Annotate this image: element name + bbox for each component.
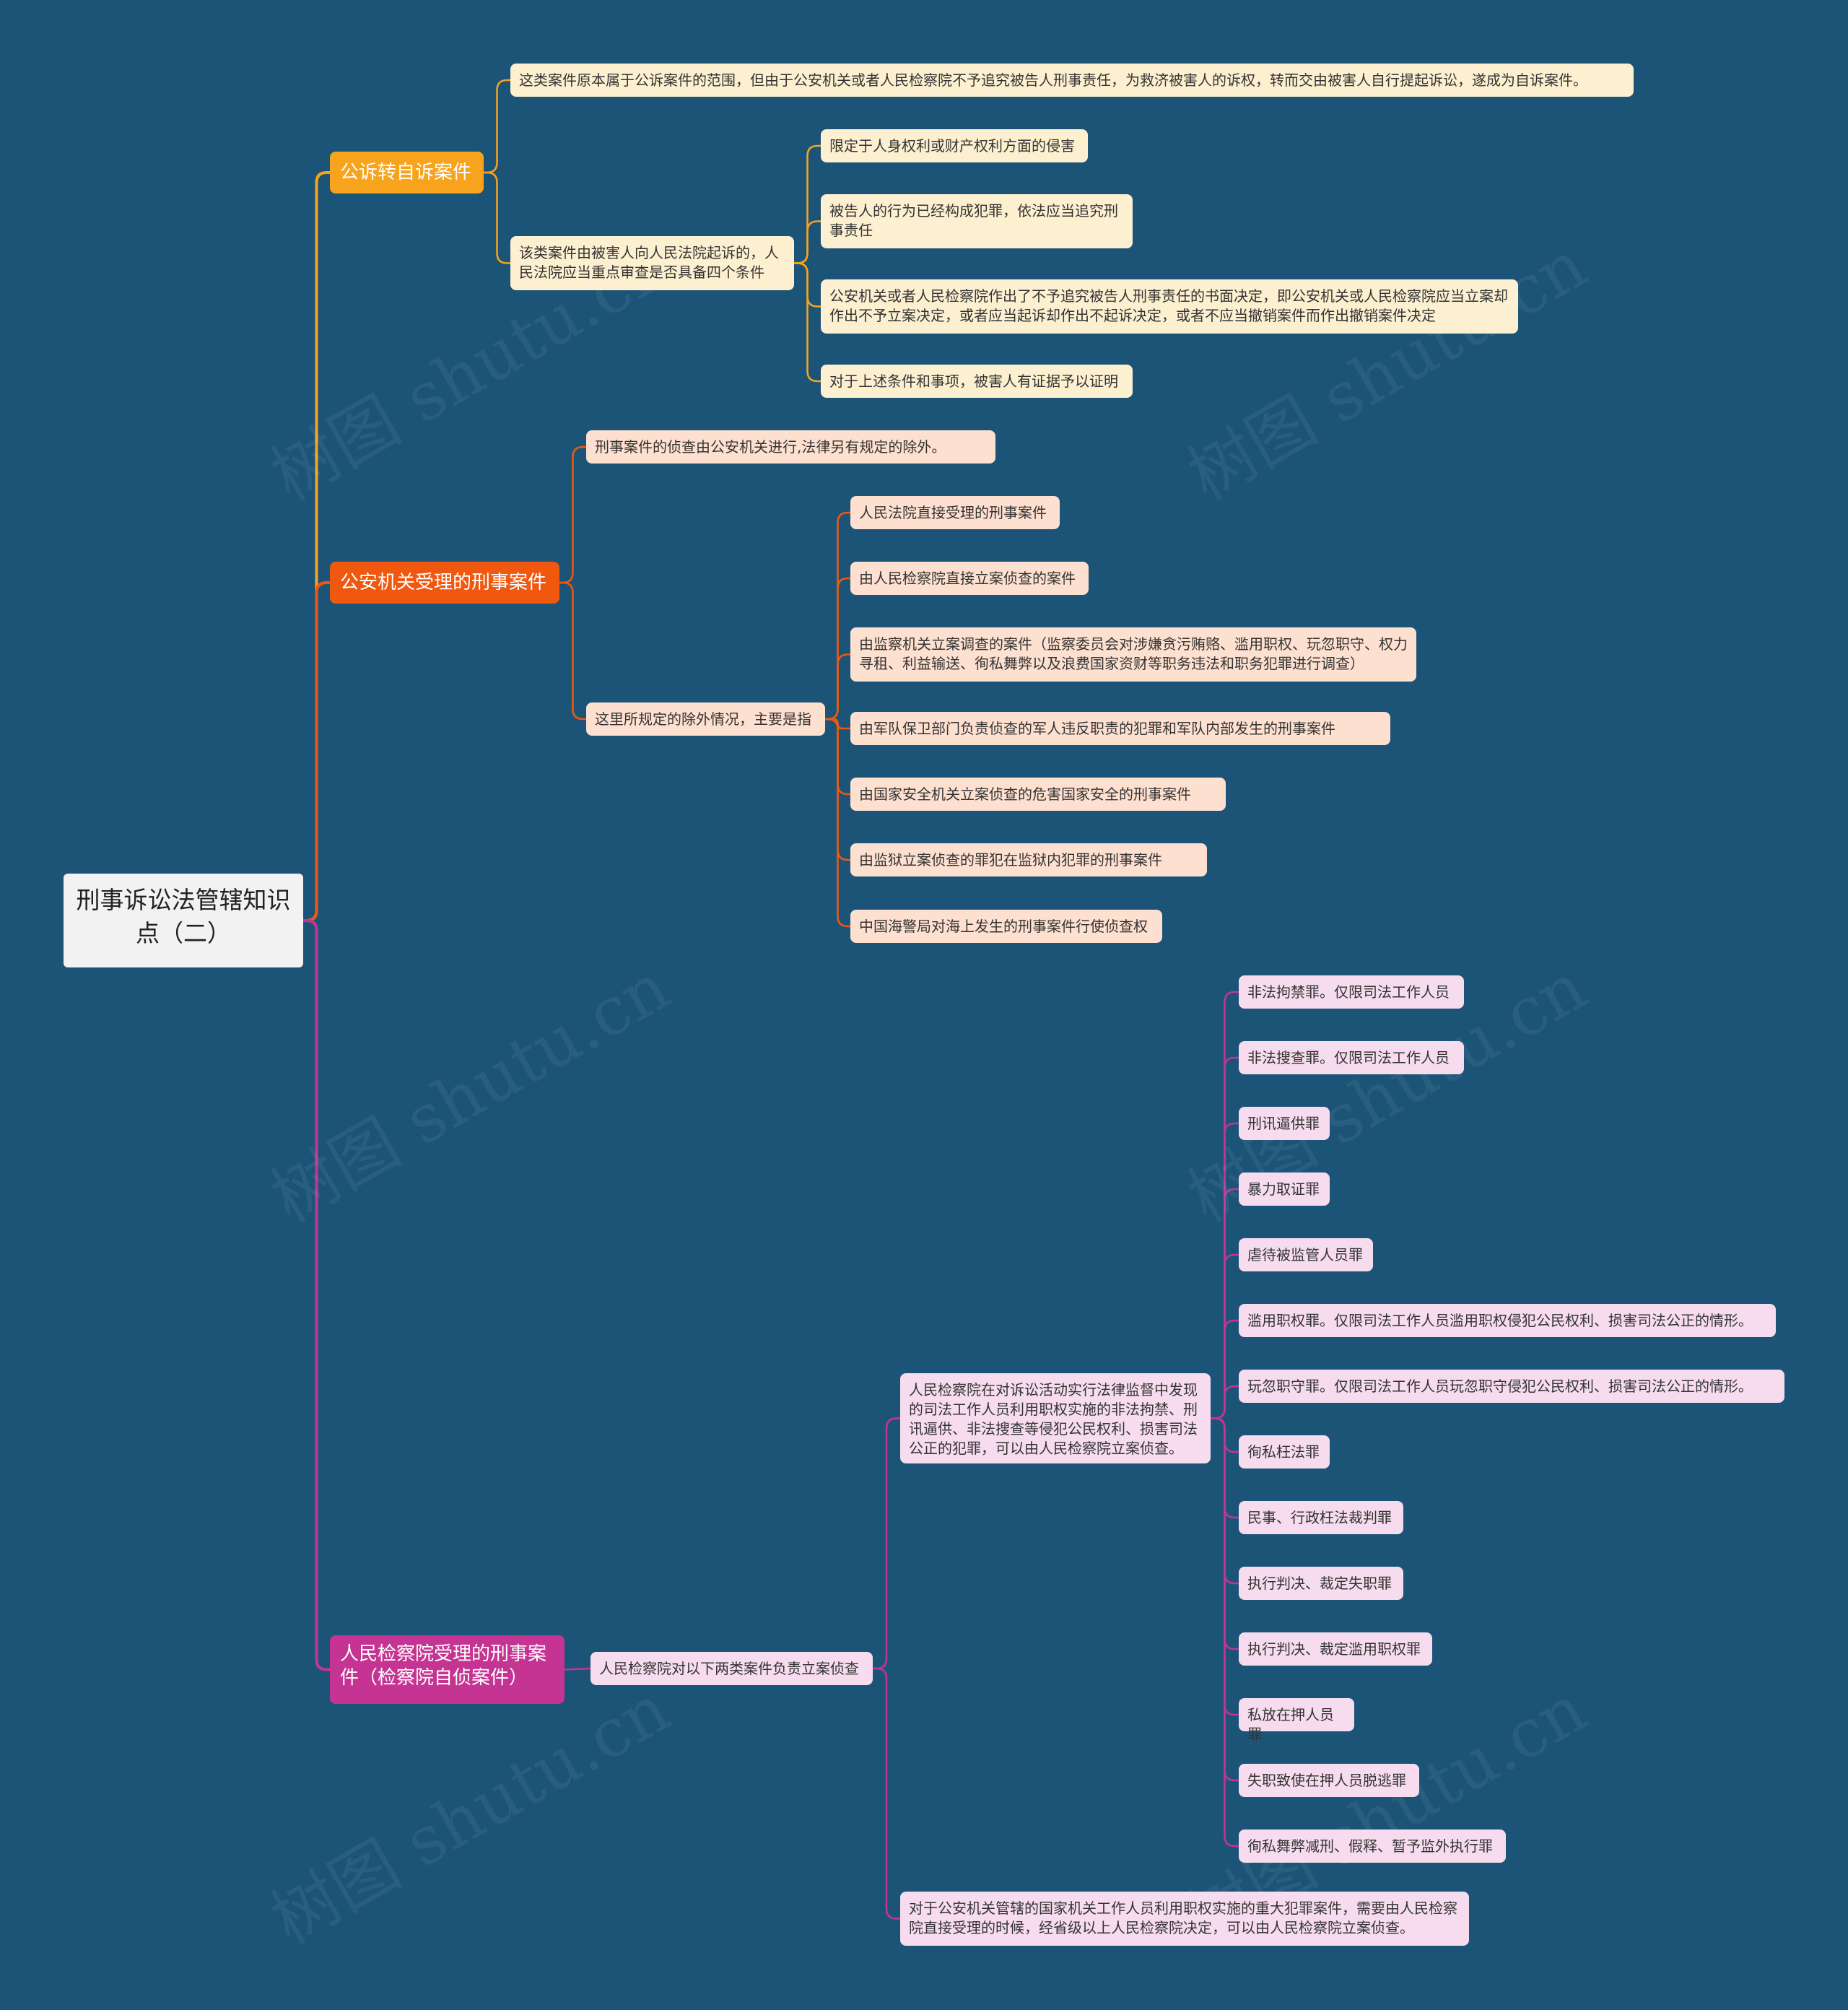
crime-item[interactable]: 暴力取证罪 <box>1239 1172 1330 1206</box>
branch1-description[interactable]: 这类案件原本属于公诉案件的范围，但由于公安机关或者人民检察院不予追究被告人刑事责… <box>510 64 1634 97</box>
crime-item[interactable]: 执行判决、裁定滥用职权罪 <box>1239 1632 1432 1666</box>
connector-line <box>303 581 330 922</box>
branch2-rule[interactable]: 刑事案件的侦查由公安机关进行,法律另有规定的除外。 <box>586 430 995 464</box>
crime-item[interactable]: 非法拘禁罪。仅限司法工作人员 <box>1239 975 1464 1009</box>
crime-item[interactable]: 玩忽职守罪。仅限司法工作人员玩忽职守侵犯公民权利、损害司法公正的情形。 <box>1239 1370 1784 1403</box>
exception-item[interactable]: 由监狱立案侦查的罪犯在监狱内犯罪的刑事案件 <box>850 843 1207 876</box>
exception-item[interactable]: 中国海警局对海上发生的刑事案件行使侦查权 <box>850 910 1162 943</box>
root-topic[interactable]: 刑事诉讼法管辖知识点（二） <box>64 874 303 967</box>
crime-item[interactable]: 徇私枉法罪 <box>1239 1435 1330 1469</box>
major-crimes-by-officials[interactable]: 对于公安机关管辖的国家机关工作人员利用职权实施的重大犯罪案件，需要由人民检察院直… <box>900 1892 1469 1946</box>
connector-line <box>559 445 586 584</box>
connector-line <box>825 718 850 730</box>
exception-item[interactable]: 由国家安全机关立案侦查的危害国家安全的刑事案件 <box>850 778 1226 811</box>
connector-line <box>303 919 330 1671</box>
branch3-two-categories[interactable]: 人民检察院对以下两类案件负责立案侦查 <box>590 1652 873 1685</box>
connector-line <box>873 1417 900 1670</box>
branch2-exceptions-label[interactable]: 这里所规定的除外情况，主要是指 <box>586 702 825 736</box>
crime-item[interactable]: 滥用职权罪。仅限司法工作人员滥用职权侵犯公民权利、损害司法公正的情形。 <box>1239 1304 1776 1337</box>
connector-line <box>794 220 821 264</box>
crime-item[interactable]: 民事、行政枉法裁判罪 <box>1239 1501 1403 1534</box>
connector-line <box>484 79 510 174</box>
crime-item[interactable]: 执行判决、裁定失职罪 <box>1239 1567 1403 1600</box>
crime-item[interactable]: 失职致使在押人员脱逃罪 <box>1239 1764 1419 1797</box>
exception-item[interactable]: 由人民检察院直接立案侦查的案件 <box>850 562 1089 595</box>
crime-item[interactable]: 非法搜查罪。仅限司法工作人员 <box>1239 1041 1464 1074</box>
branch-procuratorate-cases[interactable]: 人民检察院受理的刑事案件（检察院自侦案件） <box>330 1635 565 1704</box>
connector-line <box>564 1667 591 1671</box>
connector-line <box>484 171 510 264</box>
crime-item[interactable]: 刑讯逼供罪 <box>1239 1107 1330 1140</box>
crime-item[interactable]: 徇私舞弊减刑、假释、暂予监外执行罪 <box>1239 1830 1506 1863</box>
condition-item[interactable]: 公安机关或者人民检察院作出了不予追究被告人刑事责任的书面决定，即公安机关或人民检… <box>821 279 1518 334</box>
connector-line <box>1211 1385 1239 1419</box>
exception-item[interactable]: 由军队保卫部门负责侦查的军人违反职责的犯罪和军队内部发生的刑事案件 <box>850 712 1390 745</box>
connector-line <box>794 262 821 383</box>
exception-item[interactable]: 人民法院直接受理的刑事案件 <box>850 496 1060 529</box>
crime-item[interactable]: 虐待被监管人员罪 <box>1239 1238 1373 1271</box>
judicial-staff-crimes[interactable]: 人民检察院在对诉讼活动实行法律监督中发现的司法工作人员利用职权实施的非法拘禁、刑… <box>900 1373 1211 1463</box>
connector-line <box>825 653 850 721</box>
condition-item[interactable]: 对于上述条件和事项，被害人有证据予以证明 <box>821 365 1133 398</box>
branch-public-to-private-prosecution[interactable]: 公诉转自诉案件 <box>330 152 484 193</box>
condition-item[interactable]: 限定于人身权利或财产权利方面的侵害 <box>821 129 1088 162</box>
condition-item[interactable]: 被告人的行为已经构成犯罪，依法应当追究刑事责任 <box>821 194 1133 248</box>
connector-line <box>873 1667 900 1920</box>
branch1-conditions-label[interactable]: 该类案件由被害人向人民法院起诉的，人民法院应当重点审查是否具备四个条件 <box>510 236 794 290</box>
branch-public-security-cases[interactable]: 公安机关受理的刑事案件 <box>330 562 559 604</box>
crime-item[interactable]: 私放在押人员罪 <box>1239 1698 1354 1743</box>
connector-line <box>825 718 850 928</box>
connector-line <box>559 581 586 721</box>
connector-line <box>1211 1417 1239 1848</box>
exception-item[interactable]: 由监察机关立案调查的案件（监察委员会对涉嫌贪污贿赂、滥用职权、玩忽职守、权力寻租… <box>850 627 1416 682</box>
